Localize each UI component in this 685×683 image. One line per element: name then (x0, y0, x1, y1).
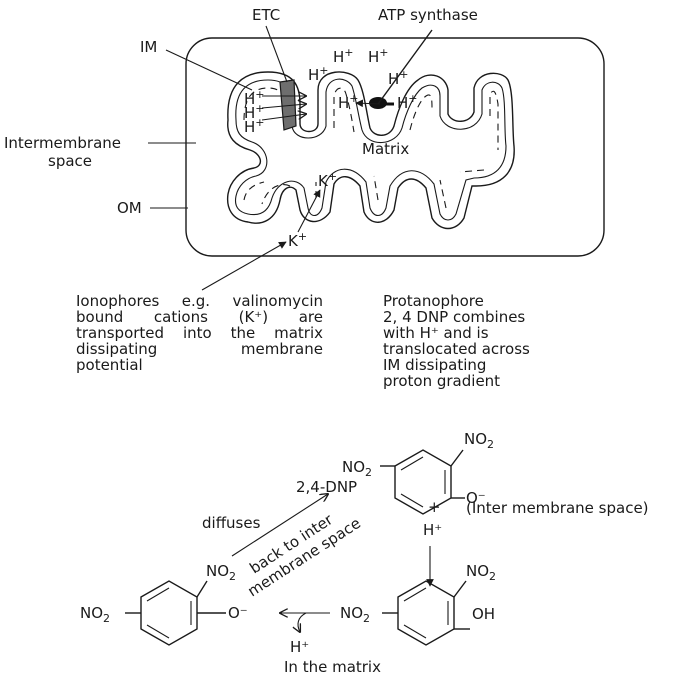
dnp-neutral (382, 580, 470, 646)
svg-text:H+: H+ (308, 64, 329, 84)
cristae-dashes (243, 87, 499, 209)
no2-bottom-right-left: NO2 (340, 604, 370, 625)
ionophore-description: Ionophores e.g. valinomycin bound cation… (76, 293, 323, 373)
ionophore-leader-arrow (201, 241, 287, 291)
no2-top-right: NO2 (464, 430, 494, 451)
im-pointer (165, 49, 253, 91)
no2-bottom-right-top: NO2 (466, 562, 496, 583)
diffuses-label: diffuses (202, 514, 261, 532)
svg-text:H+: H+ (338, 92, 359, 112)
h-plus-matrix: H⁺ (290, 638, 309, 656)
om-label: OM (117, 199, 142, 217)
proton-arrow (261, 104, 306, 108)
im-label: IM (140, 38, 157, 56)
o-minus-bottom: O⁻ (228, 604, 248, 622)
protonophore-line: IM dissipating (383, 356, 487, 374)
o-minus-top: O⁻ (466, 489, 486, 507)
proton-labels: H+ H+ H+ H+ H+ H+ H+ H+ H+ (244, 46, 418, 136)
no2-top-left: NO2 (342, 458, 372, 479)
oh-label: OH (472, 605, 495, 623)
inner-membrane (226, 71, 515, 230)
h-plus-mid: H⁺ (423, 521, 442, 539)
protonophore-line: translocated across (383, 340, 530, 358)
atp-synthase-label: ATP synthase (378, 6, 478, 24)
protonophore-line: proton gradient (383, 372, 501, 390)
ionophore-line: bound cations (K⁺) are (76, 308, 323, 326)
protonophore-line: Protanophore (383, 292, 484, 310)
protonophore-line: with H⁺ and is (383, 324, 489, 342)
k-ion-arrow (297, 189, 321, 233)
diffusion-arrow (231, 494, 328, 557)
ionophore-line: transported into the matrix (76, 324, 323, 342)
atp-proton-arrow (355, 99, 381, 108)
protonophore-description: Protanophore 2, 4 DNP combines with H⁺ a… (383, 293, 583, 389)
proton-arrow (261, 114, 306, 121)
dnp-anion-top (380, 449, 465, 515)
inner-membrane-inner (234, 78, 507, 221)
dnp-label: 2,4-DNP (296, 478, 357, 496)
k-ion-outside-label: K+ (288, 230, 307, 250)
dnp-anion-bottom (125, 580, 226, 646)
svg-text:H+: H+ (368, 46, 389, 66)
svg-text:H+: H+ (397, 92, 418, 112)
atp-synthase-pointer (377, 29, 433, 105)
svg-text:H+: H+ (333, 46, 354, 66)
intermembrane-label-2: space (48, 152, 92, 170)
ionophore-line: dissipating membrane (76, 340, 323, 358)
ionophore-line: potential (76, 356, 143, 374)
k-ion-matrix-label: K+ (318, 170, 337, 190)
inter-space-label: (Inter membrane space) (466, 499, 649, 517)
svg-text:H+: H+ (244, 102, 265, 122)
svg-text:H+: H+ (244, 88, 265, 108)
svg-text:H+: H+ (244, 116, 265, 136)
in-matrix-label: In the matrix (284, 658, 381, 676)
proton-release-curve (298, 612, 307, 632)
matrix-label: Matrix (362, 140, 409, 158)
ionophore-line: Ionophores e.g. valinomycin (76, 292, 323, 310)
svg-text:H+: H+ (388, 68, 409, 88)
mitochondrion (185, 37, 605, 257)
etc-pointer (265, 25, 288, 83)
no2-bottom-left-top: NO2 (206, 562, 236, 583)
protonophore-line: 2, 4 DNP combines (383, 308, 526, 326)
intermembrane-label-1: Intermembrane (4, 134, 121, 152)
reaction-plus: + (428, 498, 441, 516)
etc-label: ETC (252, 6, 280, 24)
no2-bottom-left-left: NO2 (80, 604, 110, 625)
outer-membrane (185, 37, 605, 257)
